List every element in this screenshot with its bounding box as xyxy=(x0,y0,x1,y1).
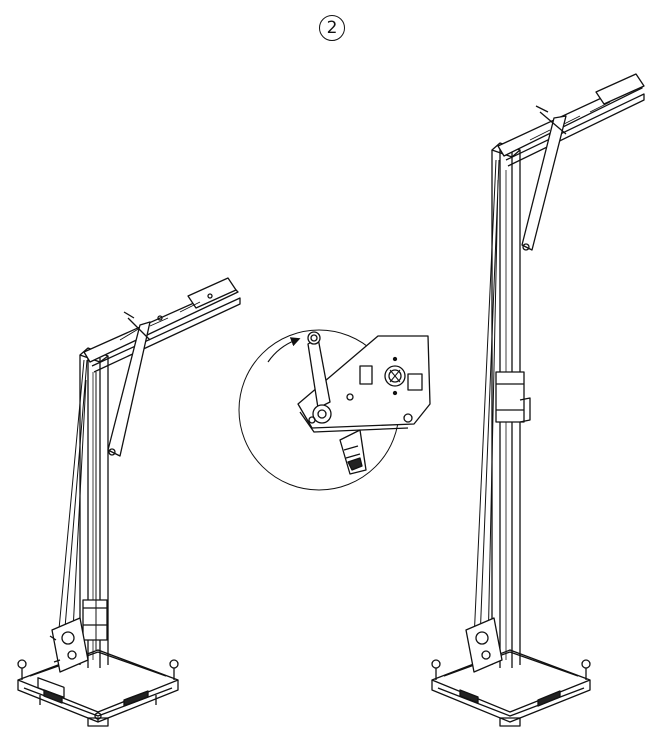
left-boom xyxy=(83,277,241,373)
lower-bracket xyxy=(339,429,367,475)
right-cables xyxy=(473,159,500,651)
step-number-badge: 2 xyxy=(319,15,345,41)
left-cables xyxy=(57,359,97,651)
right-base-frame xyxy=(431,649,591,727)
left-winch xyxy=(49,617,89,673)
winch-bracket-plate xyxy=(297,335,431,433)
crank-detail xyxy=(238,329,431,491)
left-base-frame xyxy=(17,649,179,727)
right-winch xyxy=(465,617,503,673)
left-hoist-unit xyxy=(17,277,241,727)
right-mast xyxy=(491,142,531,668)
right-hoist-unit xyxy=(431,73,645,727)
rotation-arrow xyxy=(267,337,301,363)
step-number: 2 xyxy=(326,18,338,38)
left-strut xyxy=(107,311,151,457)
crank-handle xyxy=(307,331,332,424)
left-mast xyxy=(79,347,109,668)
right-strut xyxy=(521,105,567,251)
